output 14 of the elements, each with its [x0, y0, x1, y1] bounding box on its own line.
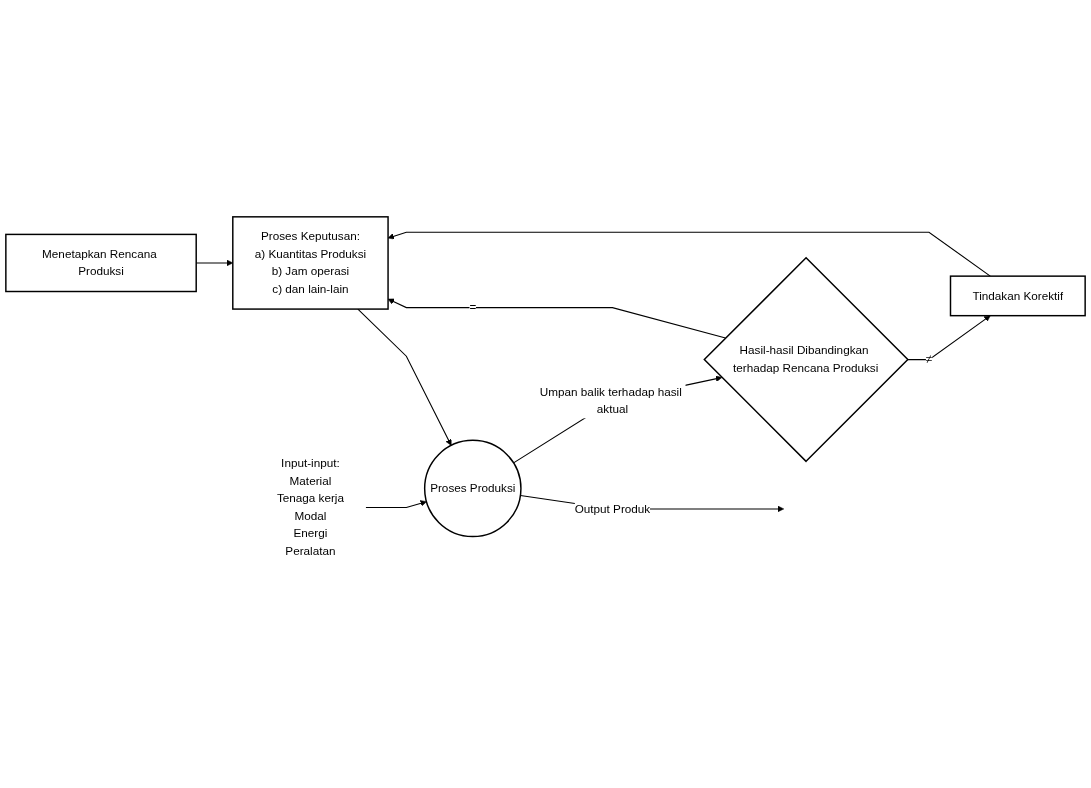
- edge-label: Umpan balik terhadap hasil aktual: [539, 385, 682, 416]
- node-text: Input-input: Material Tenaga kerja Modal Energi Peralatan: [276, 456, 344, 558]
- arrow: [365, 500, 427, 509]
- edge-label: =: [469, 301, 477, 314]
- edge-label: ≠: [925, 353, 933, 366]
- arrow: [357, 308, 452, 446]
- arrow: [906, 315, 991, 361]
- edge-label: Output Produk: [574, 502, 651, 515]
- node-box: Menetapkan Rencana Produksi: [5, 233, 197, 293]
- arrow: [513, 375, 723, 464]
- node-box: Proses Keputusan: a) Kuantitas Produksi b) Jam operasi c) dan lain-lain: [232, 216, 389, 310]
- node-diamond: Hasil-hasil Dibandingkan terhadap Rencana Produksi: [703, 256, 909, 463]
- node-box: Tindakan Korektif: [949, 275, 1086, 317]
- node-circle: Proses Produksi: [423, 439, 522, 538]
